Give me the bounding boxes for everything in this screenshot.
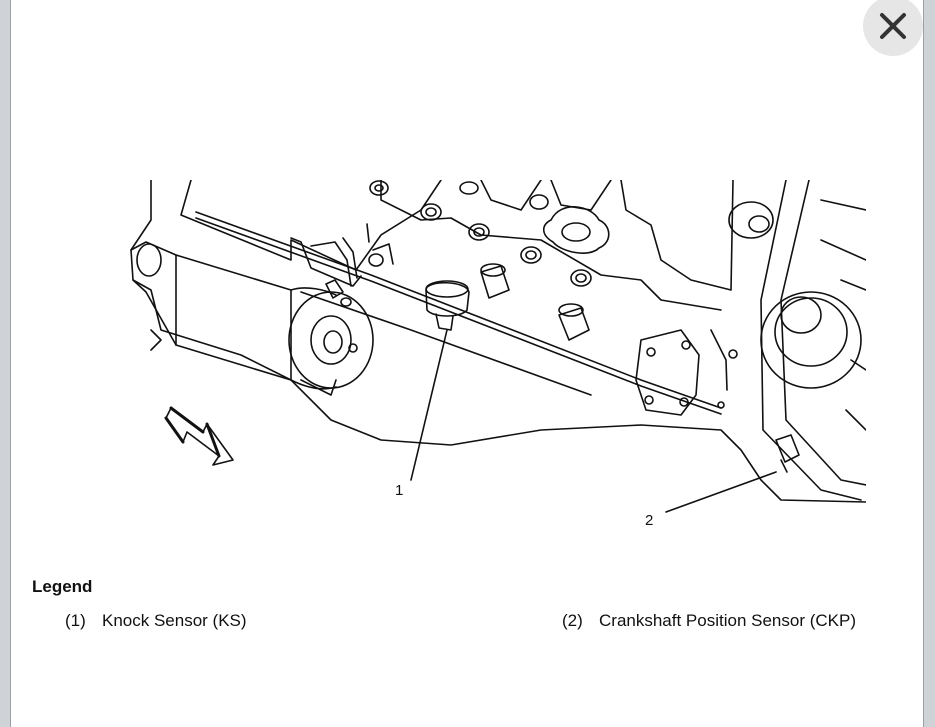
callout-label-2: 2	[645, 512, 653, 529]
callout-label-1: 1	[395, 482, 403, 499]
front-direction-arrow	[164, 406, 234, 466]
legend-item-number: (2)	[562, 611, 583, 630]
pulley-belt-drawing	[728, 180, 866, 501]
legend-item-label: Knock Sensor (KS)	[102, 611, 247, 630]
legend-item-knock-sensor: (1) Knock Sensor (KS)	[65, 611, 247, 631]
knock-sensor-drawing	[425, 280, 470, 331]
callout-leader-lines	[410, 329, 777, 513]
crankshaft-sensor-drawing	[775, 434, 800, 473]
legend-item-number: (1)	[65, 611, 86, 630]
viewer-panel: 1 2 Legend (1) Knock Sensor (KS) (2) Crank…	[10, 0, 924, 727]
close-icon	[880, 13, 906, 39]
engine-sensor-diagram: 1 2	[130, 180, 866, 529]
legend-item-crankshaft-sensor: (2) Crankshaft Position Sensor (CKP)	[562, 611, 856, 631]
legend-item-label: Crankshaft Position Sensor (CKP)	[599, 611, 856, 630]
legend-title: Legend	[32, 577, 93, 596]
starter-motor-drawing	[130, 241, 374, 396]
close-button[interactable]	[863, 0, 923, 56]
front-direction-arrow-icon	[165, 407, 234, 466]
engine-block-drawing	[130, 180, 866, 503]
